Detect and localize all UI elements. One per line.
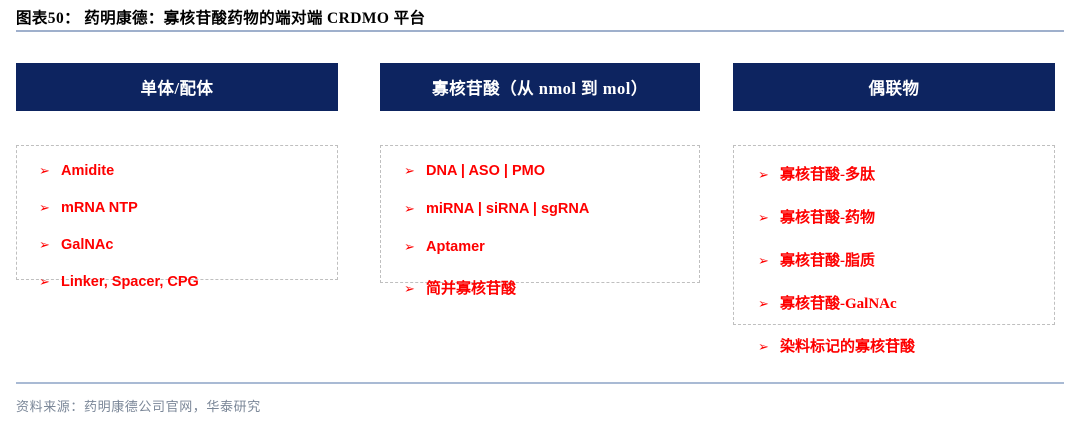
list-item-label: GalNAc — [61, 237, 114, 253]
list-item: ➢ Aptamer — [391, 239, 689, 255]
list-item-label: Aptamer — [426, 239, 485, 255]
list-item: ➢ 简并寡核苷酸 — [391, 277, 689, 298]
list-item-label: 染料标记的寡核苷酸 — [780, 339, 916, 355]
column-items-oligonucleotide: ➢ DNA | ASO | PMO ➢ miRNA | siRNA | sgRN… — [380, 145, 700, 297]
arrow-bullet-icon: ➢ — [404, 164, 415, 179]
list-item: ➢ 寡核苷酸-多肽 — [744, 163, 1044, 184]
list-item-label: mRNA NTP — [61, 200, 138, 216]
list-item: ➢ miRNA | siRNA | sgRNA — [391, 201, 689, 217]
arrow-bullet-icon: ➢ — [39, 164, 50, 179]
list-item-label: Amidite — [61, 163, 115, 179]
arrow-bullet-icon: ➢ — [404, 240, 415, 255]
list-item: ➢ 寡核苷酸-GalNAc — [744, 292, 1044, 313]
list-item: ➢ Linker, Spacer, CPG — [27, 274, 327, 290]
list-item: ➢ 寡核苷酸-脂质 — [744, 249, 1044, 270]
arrow-bullet-icon: ➢ — [758, 297, 769, 312]
figure-title: 图表50： 药明康德：寡核苷酸药物的端对端 CRDMO 平台 — [16, 10, 426, 27]
title-divider — [16, 30, 1064, 32]
list-item-label: 寡核苷酸-药物 — [780, 210, 875, 226]
list-item: ➢ mRNA NTP — [27, 200, 327, 216]
arrow-bullet-icon: ➢ — [758, 340, 769, 355]
footer-divider — [16, 382, 1064, 384]
column-header-oligonucleotide: 寡核苷酸（从 nmol 到 mol） — [380, 63, 700, 111]
arrow-bullet-icon: ➢ — [404, 282, 415, 297]
list-item: ➢ DNA | ASO | PMO — [391, 163, 689, 179]
list-item: ➢ 寡核苷酸-药物 — [744, 206, 1044, 227]
column-header-conjugate: 偶联物 — [733, 63, 1055, 111]
column-oligonucleotide: 寡核苷酸（从 nmol 到 mol） ➢ DNA | ASO | PMO ➢ m… — [380, 63, 700, 297]
list-item-label: Linker, Spacer, CPG — [61, 274, 199, 290]
arrow-bullet-icon: ➢ — [758, 254, 769, 269]
arrow-bullet-icon: ➢ — [39, 275, 50, 290]
list-item-label: miRNA | siRNA | sgRNA — [426, 201, 590, 217]
arrow-bullet-icon: ➢ — [404, 202, 415, 217]
column-items-conjugate: ➢ 寡核苷酸-多肽 ➢ 寡核苷酸-药物 ➢ 寡核苷酸-脂质 ➢ 寡核苷酸-Gal… — [733, 145, 1055, 355]
list-item: ➢ 染料标记的寡核苷酸 — [744, 335, 1044, 356]
arrow-bullet-icon: ➢ — [758, 168, 769, 183]
arrow-bullet-icon: ➢ — [39, 238, 50, 253]
list-item-label: 寡核苷酸-脂质 — [780, 253, 875, 269]
arrow-bullet-icon: ➢ — [39, 201, 50, 216]
column-monomer-ligand: 单体/配体 ➢ Amidite ➢ mRNA NTP ➢ GalNAc ➢ Li… — [16, 63, 338, 290]
list-item-label: 寡核苷酸-多肽 — [780, 167, 875, 183]
column-items-monomer-ligand: ➢ Amidite ➢ mRNA NTP ➢ GalNAc ➢ Linker, … — [16, 145, 338, 290]
column-conjugate: 偶联物 ➢ 寡核苷酸-多肽 ➢ 寡核苷酸-药物 ➢ 寡核苷酸-脂质 ➢ 寡核苷酸… — [733, 63, 1055, 355]
list-item: ➢ GalNAc — [27, 237, 327, 253]
list-item-label: 简并寡核苷酸 — [426, 281, 517, 297]
list-item: ➢ Amidite — [27, 163, 327, 179]
list-item-label: 寡核苷酸-GalNAc — [780, 296, 897, 312]
source-note: 资料来源：药明康德公司官网，华泰研究 — [16, 399, 261, 414]
list-item-label: DNA | ASO | PMO — [426, 163, 546, 179]
arrow-bullet-icon: ➢ — [758, 211, 769, 226]
column-header-monomer-ligand: 单体/配体 — [16, 63, 338, 111]
